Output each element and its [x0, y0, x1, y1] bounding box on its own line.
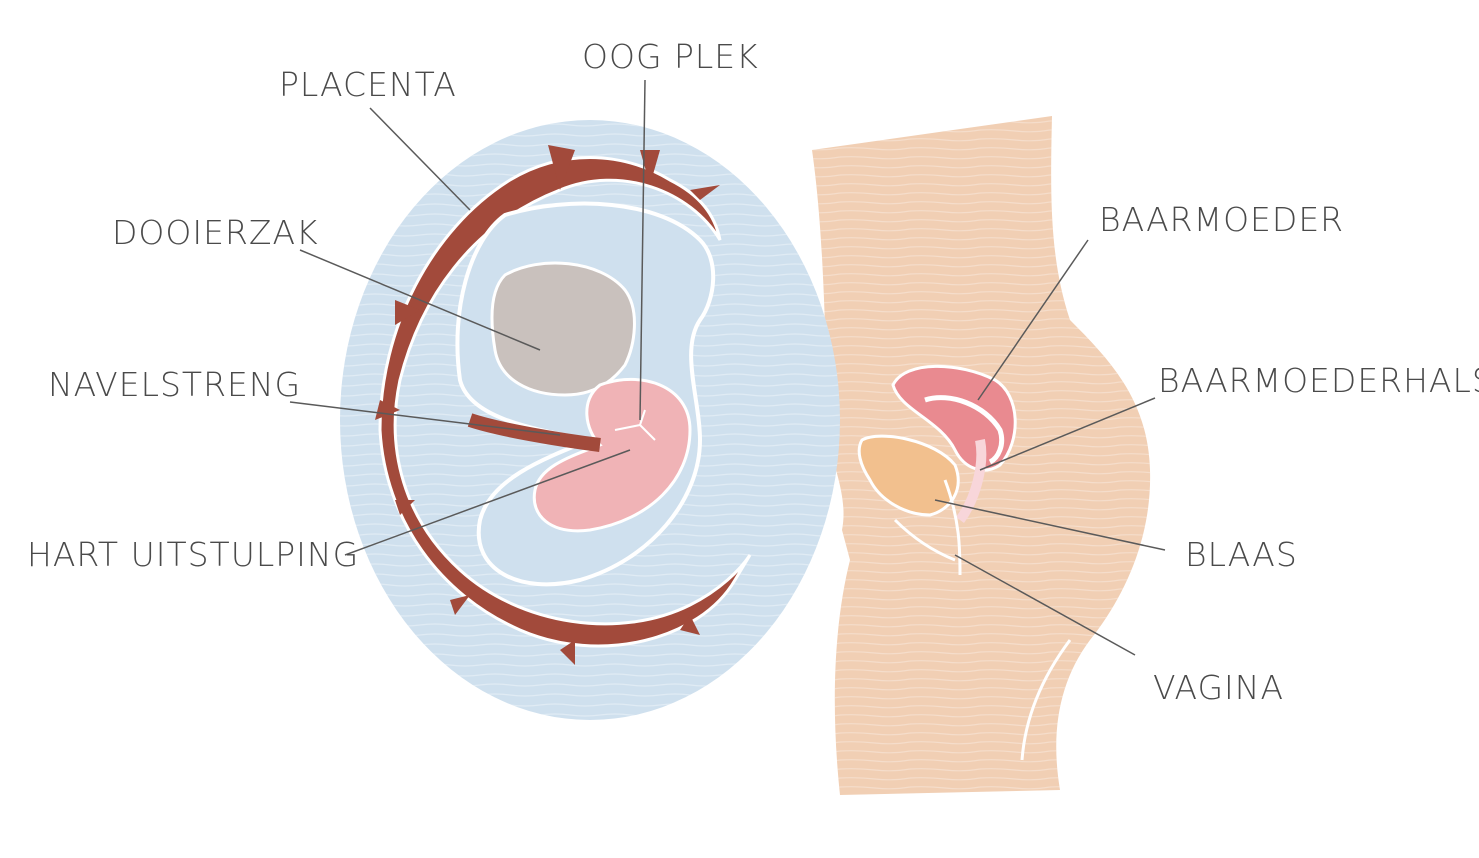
label-baarmoederhals: BAARMOEDERHALS	[1158, 361, 1479, 400]
leader-vagina	[954, 554, 1136, 656]
leader-baarmoeder	[977, 239, 1089, 401]
leg-crease	[1020, 639, 1072, 761]
urethra	[893, 518, 956, 562]
label-blaas: BLAAS	[1185, 535, 1298, 574]
label-vagina: VAGINA	[1153, 668, 1285, 707]
label-oog-plek: OOG PLEK	[582, 37, 759, 76]
leader-baarmoederhals	[979, 397, 1156, 471]
vagina-canal	[943, 479, 962, 576]
bladder	[857, 434, 960, 517]
leader-hart-uitstulping	[344, 449, 631, 556]
yolk-sac	[490, 261, 636, 397]
placenta-band	[378, 156, 752, 648]
leader-lines	[289, 79, 1166, 656]
label-baarmoeder: BAARMOEDER	[1099, 200, 1345, 239]
uterus-cavity	[924, 395, 1005, 465]
leader-oog-plek	[639, 79, 646, 421]
label-dooierzak: DOOIERZAK	[112, 213, 319, 252]
cervix	[955, 439, 987, 523]
label-placenta: PLACENTA	[279, 65, 457, 104]
label-navelstreng: NAVELSTRENG	[48, 365, 302, 404]
leader-blaas	[934, 499, 1166, 551]
placenta-shape	[375, 145, 752, 665]
embryo-group	[455, 201, 716, 587]
leader-placenta	[369, 107, 471, 211]
leader-navelstreng	[289, 401, 561, 436]
umbilical-cord	[467, 413, 601, 452]
leader-dooierzak	[299, 249, 541, 351]
label-hart-uitstulping: HART UITSTULPING	[27, 535, 360, 574]
eye-spot-mark	[614, 409, 656, 441]
pelvic-organs	[857, 364, 1017, 576]
